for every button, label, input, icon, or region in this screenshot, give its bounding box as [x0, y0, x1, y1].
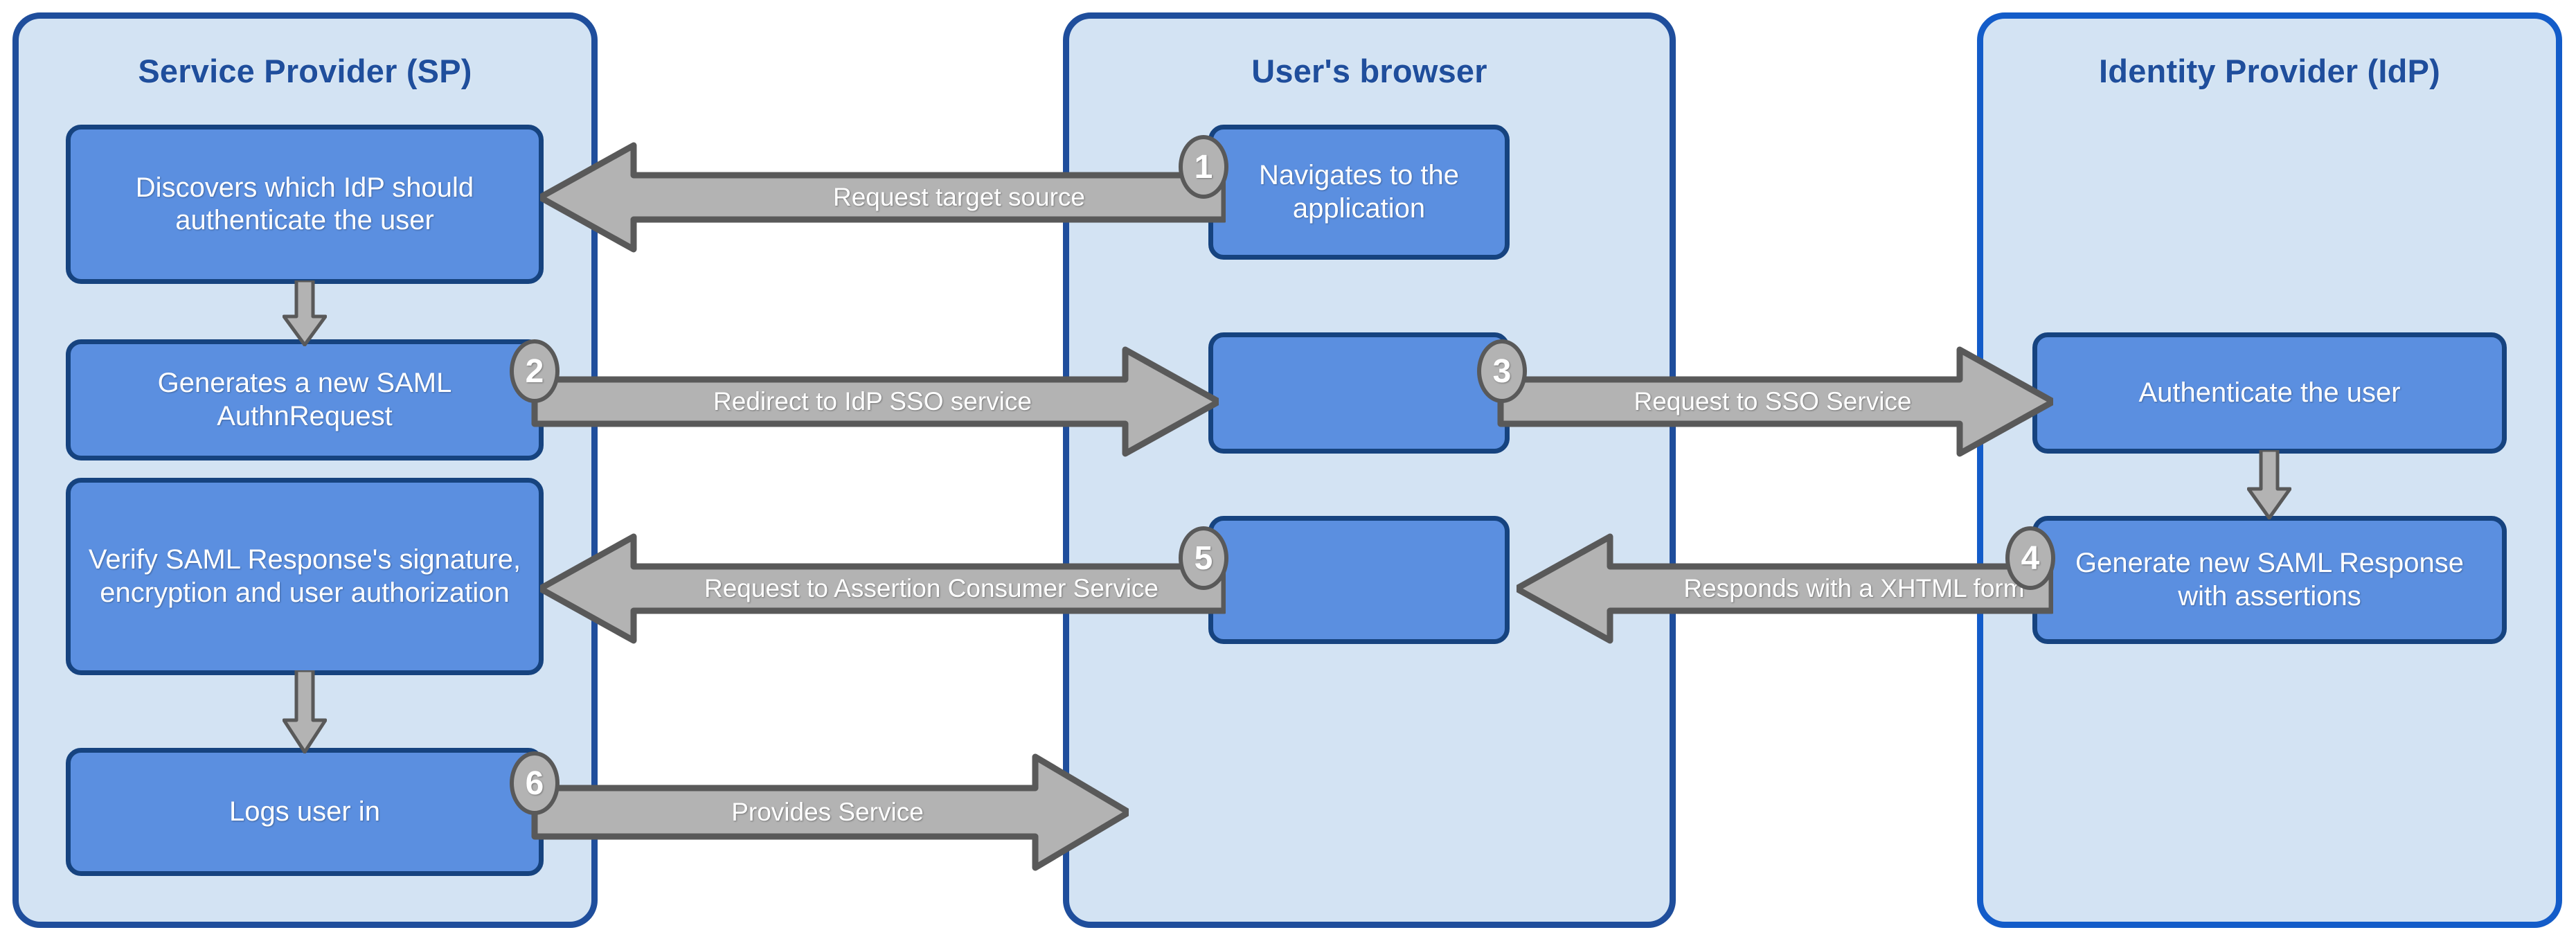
step-badge-3: 3	[1477, 339, 1527, 403]
arrow-step-1: Request target source	[540, 142, 1226, 253]
down-arrow-idp-n1-to-idp-n2	[2247, 450, 2291, 519]
lane-title-identity-provider: Identity Provider (IdP)	[2099, 53, 2440, 89]
node-generates-saml-authnrequest: Generates a new SAML AuthnRequest	[66, 339, 544, 460]
node-generate-saml-response: Generate new SAML Response with assertio…	[2032, 516, 2507, 644]
arrow-step-2: Redirect to IdP SSO service	[526, 346, 1219, 457]
arrow-step-3: Request to SSO Service	[1492, 346, 2053, 457]
node-label: Discovers which IdP should authenticate …	[135, 172, 474, 235]
node-discovers-which-idp: Discovers which IdP should authenticate …	[66, 125, 544, 284]
node-authenticate-the-user: Authenticate the user	[2032, 332, 2507, 454]
node-verify-saml-response: Verify SAML Response's signature, encryp…	[66, 478, 544, 675]
node-label: Generates a new SAML AuthnRequest	[157, 368, 452, 431]
node-label: Logs user in	[229, 796, 380, 827]
step-badge-2: 2	[510, 339, 560, 403]
node-browser-step3-placeholder	[1208, 332, 1510, 454]
node-label: Verify SAML Response's signature, encryp…	[88, 544, 521, 608]
step-badge-4: 4	[2005, 526, 2055, 590]
lane-title-users-browser: User's browser	[1251, 53, 1487, 89]
arrow-step-4: Responds with a XHTML form	[1517, 533, 2053, 644]
node-logs-user-in: Logs user in	[66, 748, 544, 876]
down-arrow-sp-n3-to-sp-n4	[283, 670, 327, 753]
node-label: Generate new SAML Response with assertio…	[2075, 548, 2465, 611]
step-badge-6: 6	[510, 751, 560, 815]
lane-title-service-provider: Service Provider (SP)	[138, 53, 472, 89]
arrow-step-5: Request to Assertion Consumer Service	[540, 533, 1226, 644]
step-badge-1: 1	[1179, 135, 1228, 199]
step-badge-5: 5	[1179, 526, 1228, 590]
node-label: Authenticate the user	[2138, 377, 2401, 408]
arrow-step-6: Provides Service	[526, 753, 1129, 871]
node-navigates-to-application: Navigates to the application	[1208, 125, 1510, 260]
down-arrow-sp-n1-to-sp-n2	[283, 280, 327, 346]
node-browser-step5-placeholder	[1208, 516, 1510, 644]
node-label: Navigates to the application	[1258, 160, 1460, 224]
